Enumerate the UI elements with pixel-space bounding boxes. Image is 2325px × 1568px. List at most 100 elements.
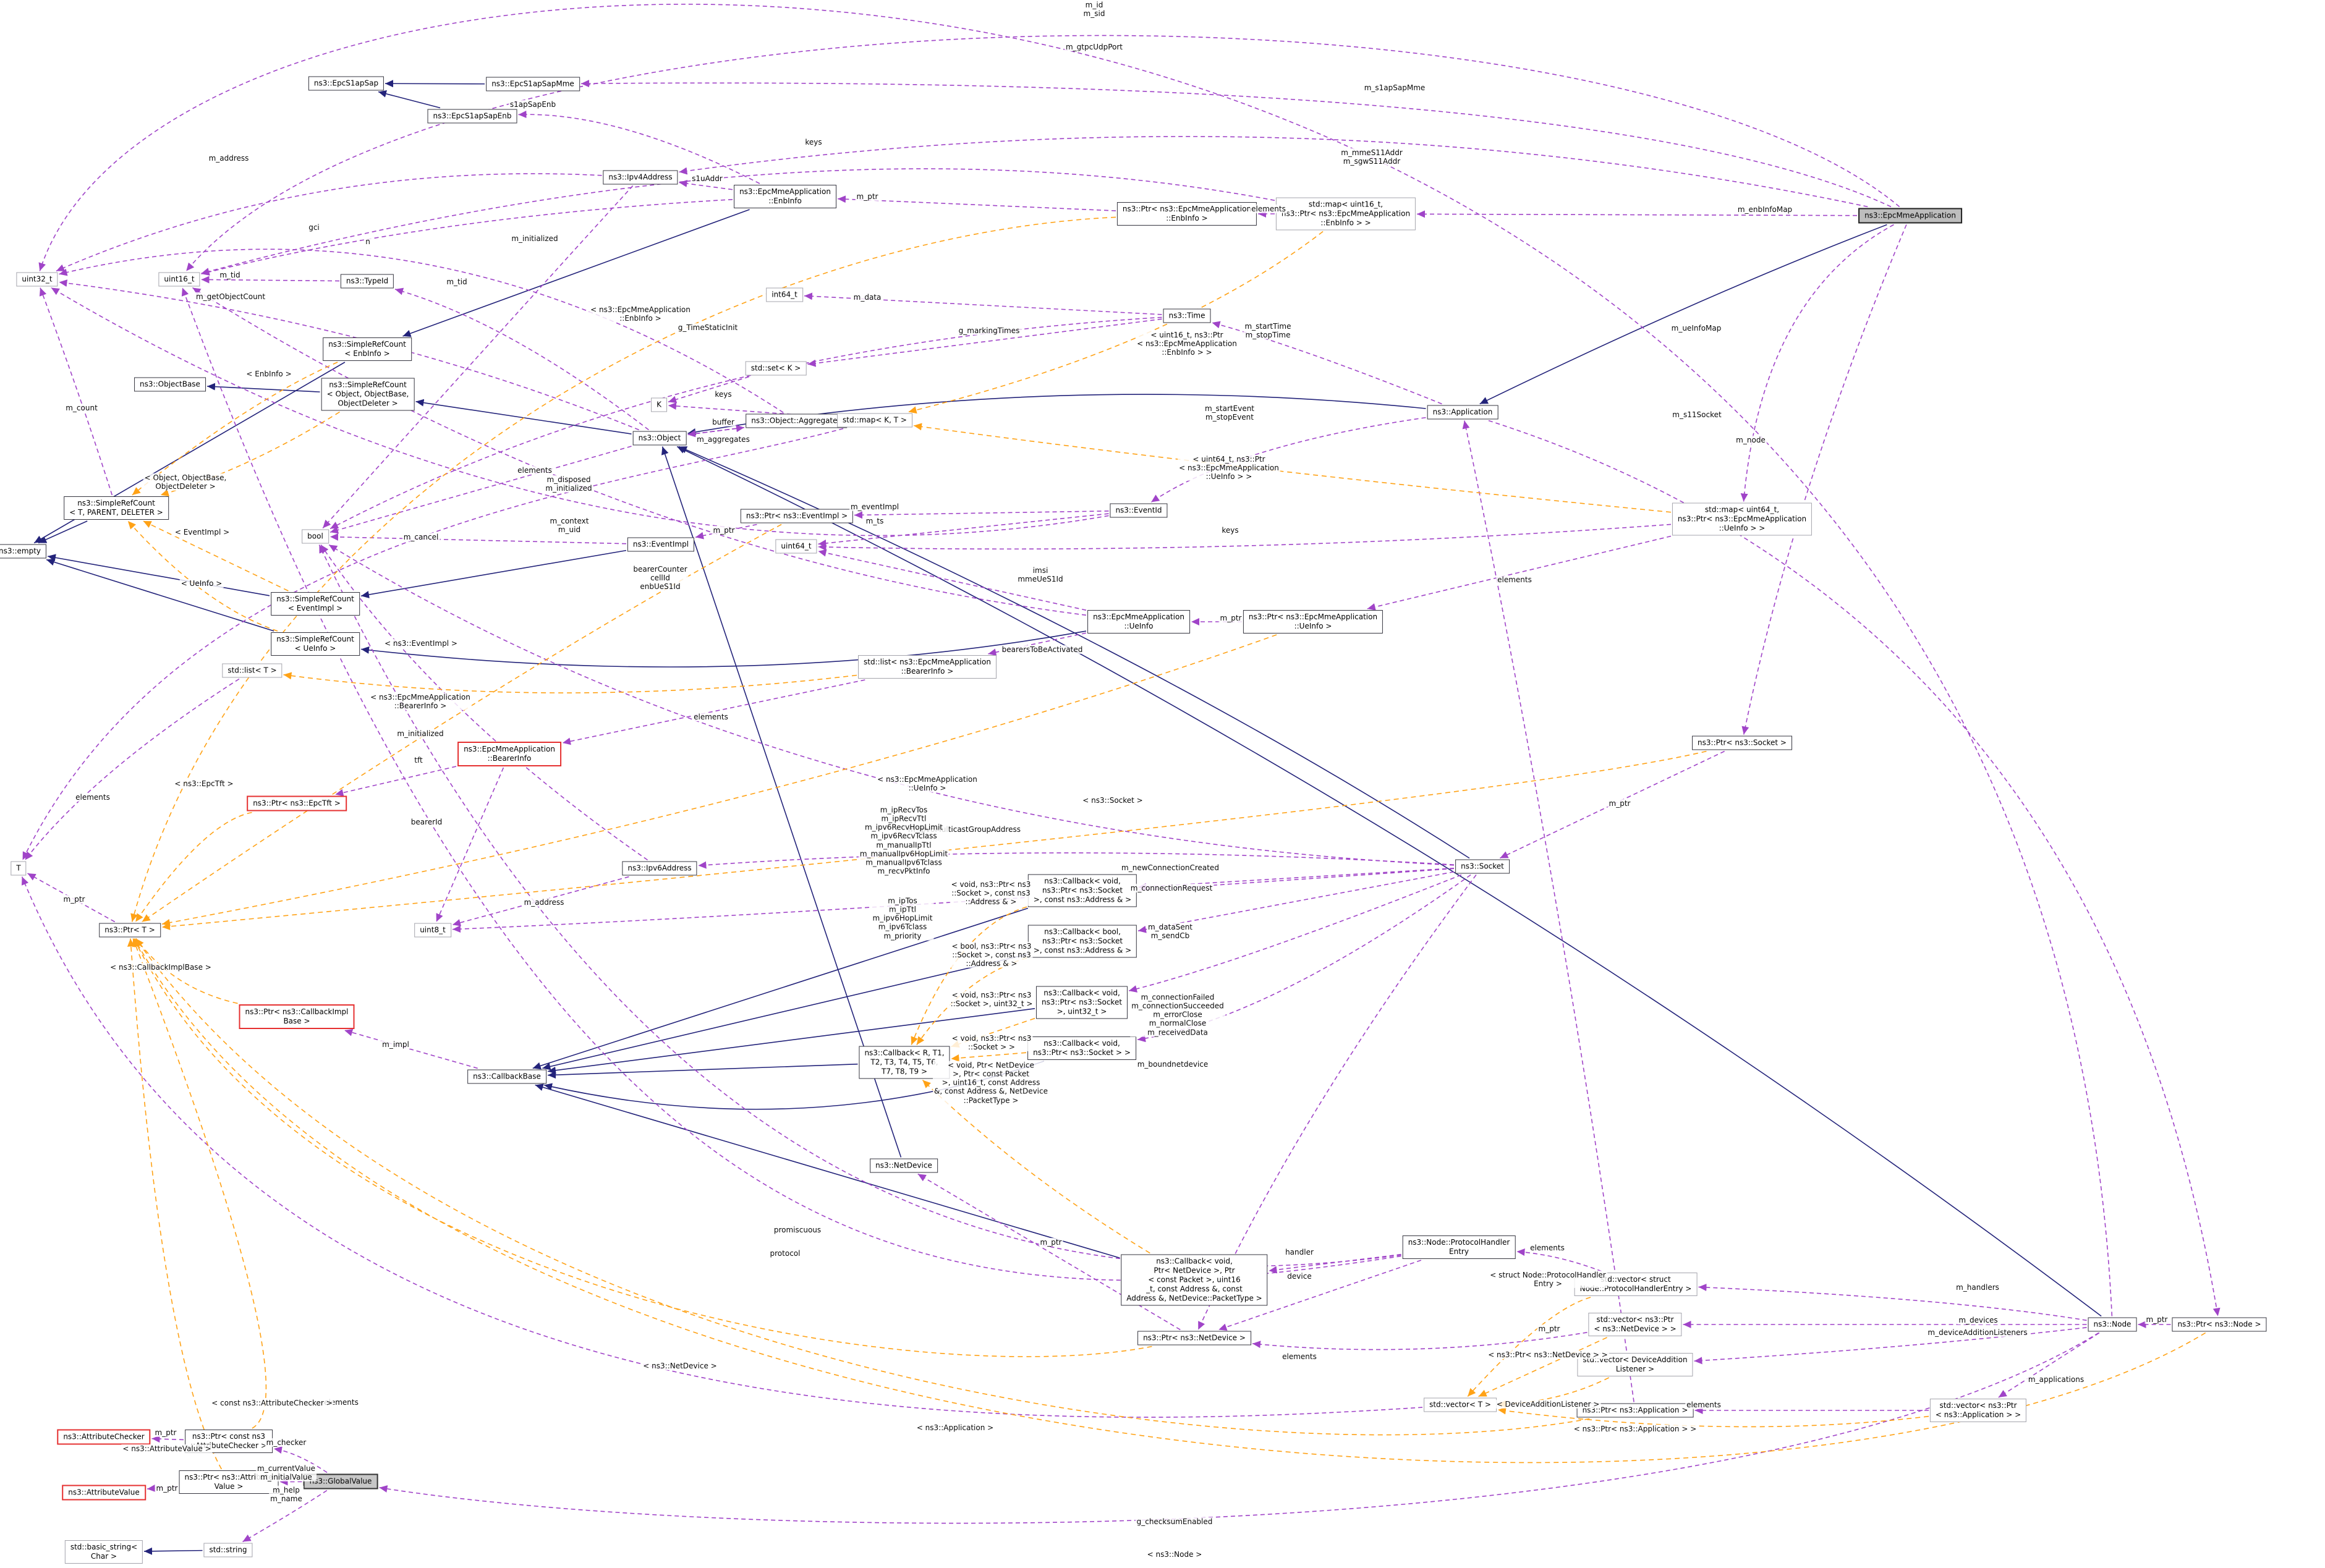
edge-cb_generic-callbackbase: [547, 1063, 858, 1079]
class-node-ptrenbinfo[interactable]: ns3::Ptr< ns3::EpcMmeApplication ::EnbIn…: [1116, 202, 1257, 226]
class-node-enbinfo[interactable]: ns3::EpcMmeApplication ::EnbInfo: [734, 185, 836, 208]
edge-main-epcs1apsapmme: [580, 80, 1892, 208]
class-node-setk[interactable]: std::set< K >: [745, 361, 807, 376]
edge-cb_void_sock-cb_generic: [951, 1052, 1027, 1062]
class-node-eventid[interactable]: ns3::EventId: [1110, 503, 1168, 518]
class-node-time[interactable]: ns3::Time: [1163, 308, 1211, 323]
class-node-ueinfo[interactable]: ns3::EpcMmeApplication ::UeInfo: [1087, 610, 1190, 634]
class-node-label-vect: std::vector< T >: [1429, 1400, 1491, 1409]
class-node-epcs1apsapmme[interactable]: ns3::EpcS1apSapMme: [486, 77, 580, 91]
class-node-label-ptrsocket: ns3::Ptr< ns3::Socket >: [1698, 738, 1787, 747]
class-node-src_ueinfo[interactable]: ns3::SimpleRefCount < UeInfo >: [271, 632, 360, 656]
class-node-cb_generic[interactable]: ns3::Callback< R, T1, T2, T3, T4, T5, T6…: [859, 1046, 950, 1079]
class-node-ptrepctft[interactable]: ns3::Ptr< ns3::EpcTft >: [247, 795, 347, 812]
edge-socket-uint8: [452, 868, 1455, 933]
class-node-ptrapp[interactable]: ns3::Ptr< ns3::Application >: [1576, 1403, 1694, 1418]
class-node-stdstring[interactable]: std::string: [203, 1543, 253, 1557]
class-node-phe[interactable]: ns3::Node::ProtocolHandler Entry: [1402, 1235, 1516, 1259]
edge-aggregates-uint32: [59, 248, 784, 413]
edge-ueinfo-uint64: [818, 549, 1087, 611]
class-node-vect[interactable]: std::vector< T >: [1424, 1397, 1497, 1412]
class-node-vec_app[interactable]: std::vector< ns3::Ptr < ns3::Application…: [1929, 1399, 2027, 1422]
class-node-ptrcbimpl[interactable]: ns3::Ptr< ns3::CallbackImpl Base >: [239, 1004, 355, 1029]
class-node-k[interactable]: K: [651, 397, 667, 412]
class-node-uint8[interactable]: uint8_t: [414, 923, 451, 938]
class-node-ptrsocket[interactable]: ns3::Ptr< ns3::Socket >: [1692, 735, 1792, 750]
edge-ipv6address-bool: [320, 545, 648, 861]
class-node-attrchecker[interactable]: ns3::AttributeChecker: [57, 1429, 151, 1445]
class-node-ptreventimpl[interactable]: ns3::Ptr< ns3::EventImpl >: [740, 509, 854, 523]
class-node-bearerinfo[interactable]: ns3::EpcMmeApplication ::BearerInfo: [457, 742, 561, 766]
class-node-label-enbinfo: ns3::EpcMmeApplication ::EnbInfo: [739, 187, 831, 205]
edge-listt-t: [24, 678, 240, 860]
class-node-bool[interactable]: bool: [302, 529, 329, 544]
class-node-ptrav[interactable]: ns3::Ptr< ns3::Attribute Value >: [179, 1470, 279, 1494]
edge-cb_void_addr-callbackbase: [532, 907, 1029, 1070]
class-node-attrvalue[interactable]: ns3::AttributeValue: [62, 1485, 146, 1501]
class-node-ipv6address[interactable]: ns3::Ipv6Address: [622, 861, 697, 876]
class-node-netdevice[interactable]: ns3::NetDevice: [870, 1158, 938, 1173]
edge-epcs1apsapenb-epcs1apsap: [378, 90, 441, 109]
class-node-uint64[interactable]: uint64_t: [775, 539, 817, 554]
class-node-callbackbase[interactable]: ns3::CallbackBase: [467, 1069, 546, 1084]
class-node-ptrnetdevice[interactable]: ns3::Ptr< ns3::NetDevice >: [1137, 1331, 1251, 1346]
class-node-vec_dal[interactable]: std::vector< DeviceAddition Listener >: [1577, 1353, 1693, 1376]
edge-cb_void_u32-callbackbase: [547, 1008, 1035, 1074]
class-node-object[interactable]: ns3::Object: [632, 431, 687, 446]
class-node-label-ptrepctft: ns3::Ptr< ns3::EpcTft >: [253, 799, 341, 808]
class-node-cb_netdev[interactable]: ns3::Callback< void, Ptr< NetDevice >, P…: [1121, 1254, 1268, 1306]
edge-node-globalvalue: [379, 1332, 2099, 1524]
class-node-socket[interactable]: ns3::Socket: [1455, 859, 1510, 874]
class-node-listbearer[interactable]: std::list< ns3::EpcMmeApplication ::Bear…: [857, 655, 997, 679]
class-node-aggregates[interactable]: ns3::Object::Aggregates: [746, 413, 847, 428]
class-node-t[interactable]: T: [11, 861, 27, 876]
class-node-listt[interactable]: std::list< T >: [222, 663, 283, 678]
class-node-vec_phe[interactable]: std::vector< struct Node::ProtocolHandle…: [1574, 1273, 1698, 1296]
class-node-src_object[interactable]: ns3::SimpleRefCount < Object, ObjectBase…: [321, 378, 415, 411]
class-node-mapueinfo[interactable]: std::map< uint64_t, ns3::Ptr< ns3::EpcMm…: [1672, 502, 1813, 536]
edge-cb_bool_addr-cb_generic: [916, 957, 1027, 1045]
class-node-uint16[interactable]: uint16_t: [158, 272, 200, 287]
class-node-label-ptrapp: ns3::Ptr< ns3::Application >: [1582, 1405, 1688, 1415]
class-node-basicstring[interactable]: std::basic_string< Char >: [64, 1540, 143, 1564]
class-node-ptrt[interactable]: ns3::Ptr< T >: [99, 923, 161, 938]
edge-ptrapp-application: [1462, 420, 1634, 1402]
class-node-mapenbinfo[interactable]: std::map< uint16_t, ns3::Ptr< ns3::EpcMm…: [1275, 197, 1416, 231]
class-node-ptrnode[interactable]: ns3::Ptr< ns3::Node >: [2172, 1317, 2267, 1332]
class-node-ptrcac[interactable]: ns3::Ptr< const ns3 ::AttributeChecker >: [185, 1430, 273, 1453]
class-node-label-cb_void_addr: ns3::Callback< void, ns3::Ptr< ns3::Sock…: [1033, 876, 1132, 904]
class-node-vec_netdev[interactable]: std::vector< ns3::Ptr < ns3::NetDevice >…: [1588, 1313, 1682, 1336]
class-node-eventimpl[interactable]: ns3::EventImpl: [627, 537, 695, 552]
class-node-cb_void_u32[interactable]: ns3::Callback< void, ns3::Ptr< ns3::Sock…: [1035, 986, 1128, 1019]
class-node-mapkt[interactable]: std::map< K, T >: [837, 413, 912, 428]
class-node-label-mapkt: std::map< K, T >: [843, 415, 907, 425]
class-node-ipv4address[interactable]: ns3::Ipv4Address: [603, 170, 678, 185]
class-node-src_eventimpl[interactable]: ns3::SimpleRefCount < EventImpl >: [271, 592, 360, 616]
class-node-ptrueinfo[interactable]: ns3::Ptr< ns3::EpcMmeApplication ::UeInf…: [1243, 610, 1384, 634]
class-node-cb_void_addr[interactable]: ns3::Callback< void, ns3::Ptr< ns3::Sock…: [1027, 874, 1137, 907]
class-node-application[interactable]: ns3::Application: [1427, 405, 1498, 420]
edge-main-mapenbinfo: [1416, 210, 1858, 218]
class-node-label-setk: std::set< K >: [750, 363, 801, 373]
class-node-typeid[interactable]: ns3::TypeId: [340, 274, 394, 289]
class-node-label-ptrnode: ns3::Ptr< ns3::Node >: [2177, 1320, 2261, 1329]
edge-enbinfo-src_enbinfo: [402, 209, 750, 337]
class-node-cb_bool_addr[interactable]: ns3::Callback< bool, ns3::Ptr< ns3::Sock…: [1027, 925, 1137, 958]
class-node-src_tpd[interactable]: ns3::SimpleRefCount < T, PARENT, DELETER…: [64, 496, 169, 520]
class-node-globalvalue[interactable]: ns3::GlobalValue: [303, 1473, 378, 1490]
class-node-uint32[interactable]: uint32_t: [16, 272, 58, 287]
class-node-objectbase[interactable]: ns3::ObjectBase: [134, 377, 206, 392]
class-node-int64[interactable]: int64_t: [766, 287, 803, 302]
edge-mapueinfo-uint64: [818, 523, 1672, 551]
class-node-label-ptrenbinfo: ns3::Ptr< ns3::EpcMmeApplication ::EnbIn…: [1122, 205, 1252, 222]
class-node-label-eventid: ns3::EventId: [1115, 506, 1162, 515]
class-node-epcs1apsap[interactable]: ns3::EpcS1apSap: [308, 76, 385, 91]
class-node-src_enbinfo[interactable]: ns3::SimpleRefCount < EnbInfo >: [323, 337, 412, 361]
class-node-node[interactable]: ns3::Node: [2088, 1317, 2137, 1332]
class-node-epcs1apsapenb[interactable]: ns3::EpcS1apSapEnb: [427, 109, 517, 124]
edge-bearerinfo-uint8: [436, 767, 504, 922]
class-node-cb_void_sock[interactable]: ns3::Callback< void, ns3::Ptr< ns3::Sock…: [1027, 1036, 1136, 1060]
class-node-main[interactable]: ns3::EpcMmeApplication: [1858, 208, 1962, 224]
class-node-label-stdstring: std::string: [209, 1545, 247, 1554]
class-node-empty[interactable]: ns3::empty: [0, 544, 47, 559]
